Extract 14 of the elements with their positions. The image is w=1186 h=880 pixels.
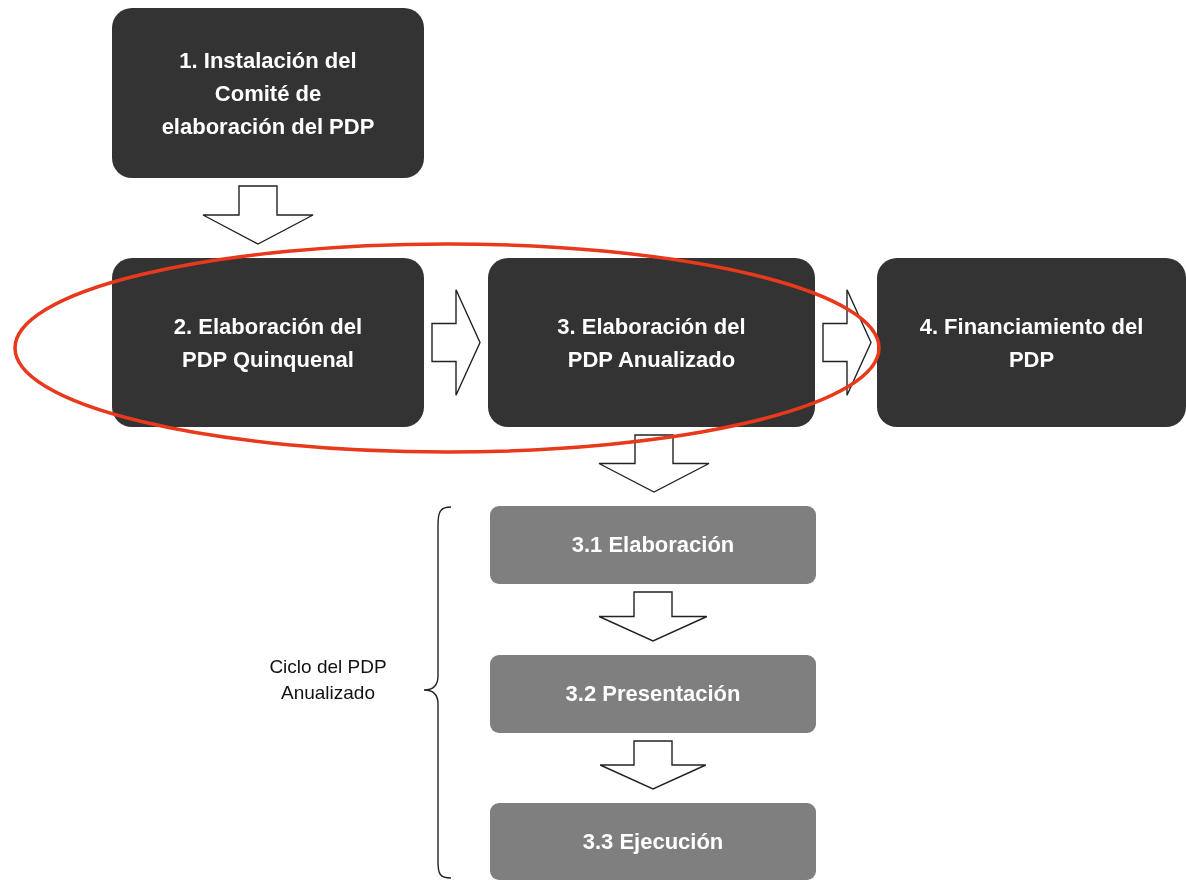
process-box: 2. Elaboración del PDP Quinquenal	[112, 258, 424, 427]
brace-label: Ciclo del PDP Anualizado	[268, 655, 388, 705]
process-box: 4. Financiamiento del PDP	[877, 258, 1186, 427]
block-arrow	[598, 434, 710, 493]
step-box: 3.2 Presentación	[490, 655, 816, 733]
step-box: 3.3 Ejecución	[490, 803, 816, 880]
process-box: 3. Elaboración del PDP Anualizado	[488, 258, 815, 427]
block-arrow	[822, 289, 872, 396]
block-arrow	[599, 740, 707, 790]
block-arrow	[431, 289, 481, 396]
step-box: 3.1 Elaboración	[490, 506, 816, 584]
block-arrow	[598, 591, 708, 642]
block-arrow	[202, 185, 314, 245]
process-box: 1. Instalación del Comité de elaboración del PDP	[112, 8, 424, 178]
